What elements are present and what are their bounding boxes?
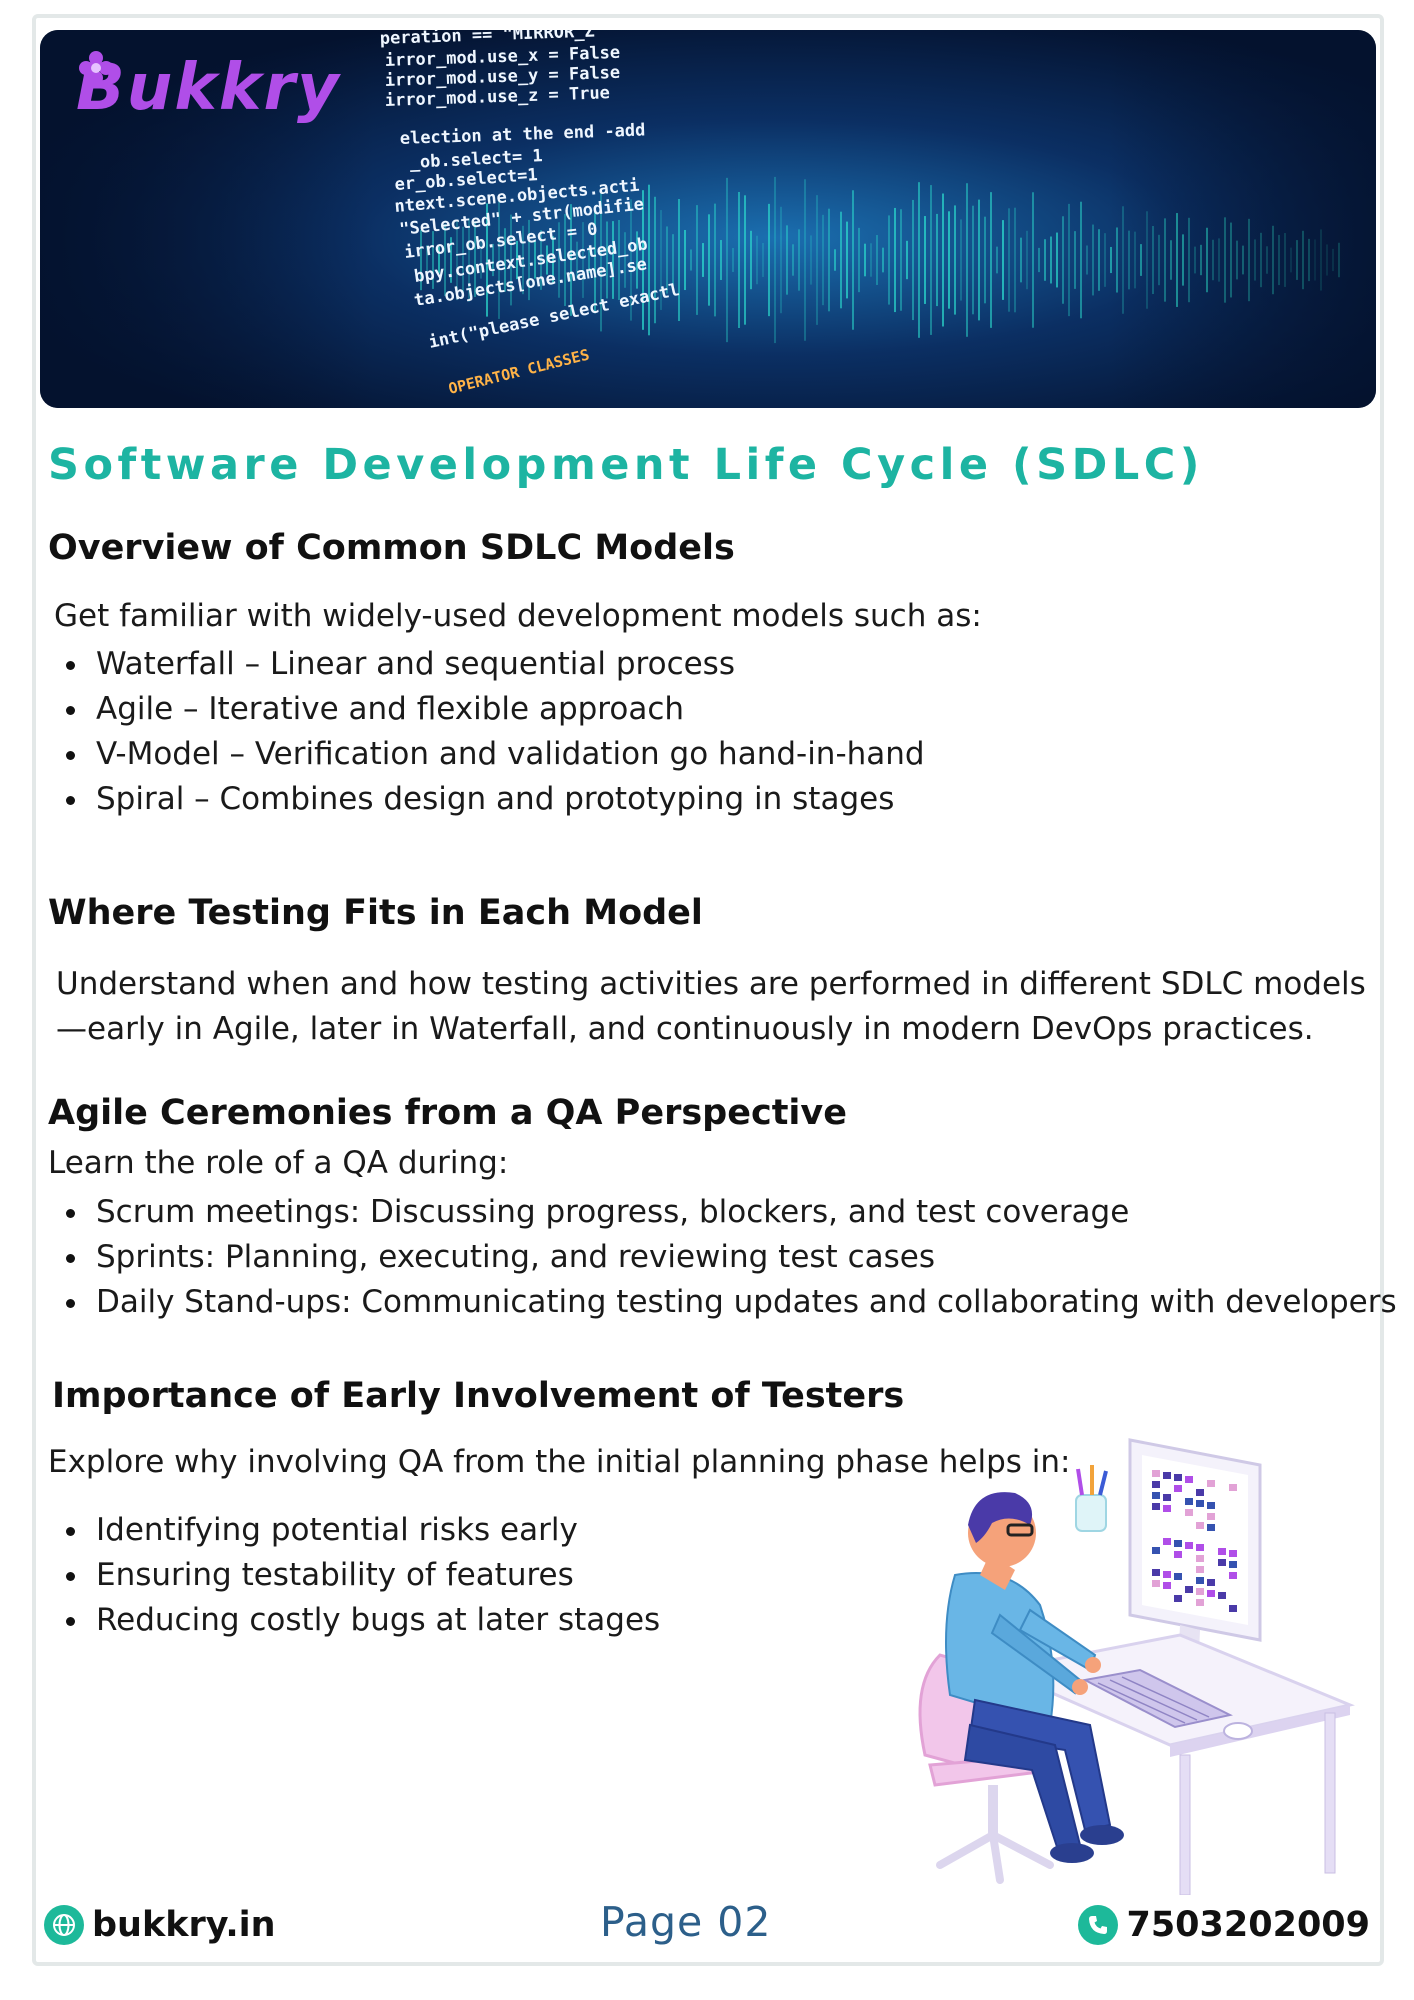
list-item: V-Model – Verification and validation go…: [48, 732, 925, 777]
list-item: Identifying potential risks early: [48, 1508, 660, 1553]
testing-fit-line-2: —early in Agile, later in Waterfall, and…: [56, 1011, 1314, 1047]
tester-at-desk-illustration: [918, 1438, 1355, 1895]
page-border: [32, 14, 1384, 1966]
phone-icon: [1078, 1905, 1119, 1945]
header-banner: peration == "MIRROR_Z"irror_mod.use_x = …: [40, 30, 1376, 408]
early-intro: Explore why involving QA from the initia…: [48, 1444, 1071, 1480]
list-item: Reducing costly bugs at later stages: [48, 1598, 660, 1643]
list-item: Daily Stand-ups: Communicating testing u…: [48, 1280, 1397, 1325]
phone-number[interactable]: 7503202009: [1126, 1905, 1370, 1945]
agile-intro: Learn the role of a QA during:: [48, 1145, 509, 1181]
list-item: Agile – Iterative and flexible approach: [48, 687, 925, 732]
early-list: Identifying potential risks early Ensuri…: [48, 1508, 660, 1643]
list-item: Waterfall – Linear and sequential proces…: [48, 642, 925, 687]
logo-flower-icon: [79, 51, 113, 85]
testing-fit-line-1: Understand when and how testing activiti…: [56, 966, 1366, 1002]
list-item: Sprints: Planning, executing, and review…: [48, 1235, 1397, 1280]
section-heading-overview: Overview of Common SDLC Models: [48, 528, 735, 568]
overview-intro: Get familiar with widely-used developmen…: [54, 598, 982, 634]
page-number: Page 02: [600, 1898, 772, 1946]
section-heading-agile: Agile Ceremonies from a QA Perspective: [48, 1093, 847, 1133]
page-title: Software Development Life Cycle (SDLC): [48, 440, 1204, 490]
logo-wordmark: ukkry: [126, 51, 341, 125]
overview-list: Waterfall – Linear and sequential proces…: [48, 642, 925, 822]
agile-list: Scrum meetings: Discussing progress, blo…: [48, 1190, 1397, 1325]
footer-website[interactable]: bukkry.in: [44, 1905, 276, 1945]
list-item: Spiral – Combines design and prototyping…: [48, 777, 925, 822]
globe-icon: [44, 1905, 84, 1945]
website-link[interactable]: bukkry.in: [92, 1905, 276, 1945]
section-heading-testing-fit: Where Testing Fits in Each Model: [48, 893, 703, 933]
section-heading-early: Importance of Early Involvement of Teste…: [52, 1376, 905, 1416]
list-item: Ensuring testability of features: [48, 1553, 660, 1598]
footer-phone[interactable]: 7503202009: [1078, 1905, 1370, 1945]
monitor-icon: [1128, 1438, 1262, 1675]
code-background-image: peration == "MIRROR_Z"irror_mod.use_x = …: [40, 30, 1376, 408]
list-item: Scrum meetings: Discussing progress, blo…: [48, 1190, 1397, 1235]
